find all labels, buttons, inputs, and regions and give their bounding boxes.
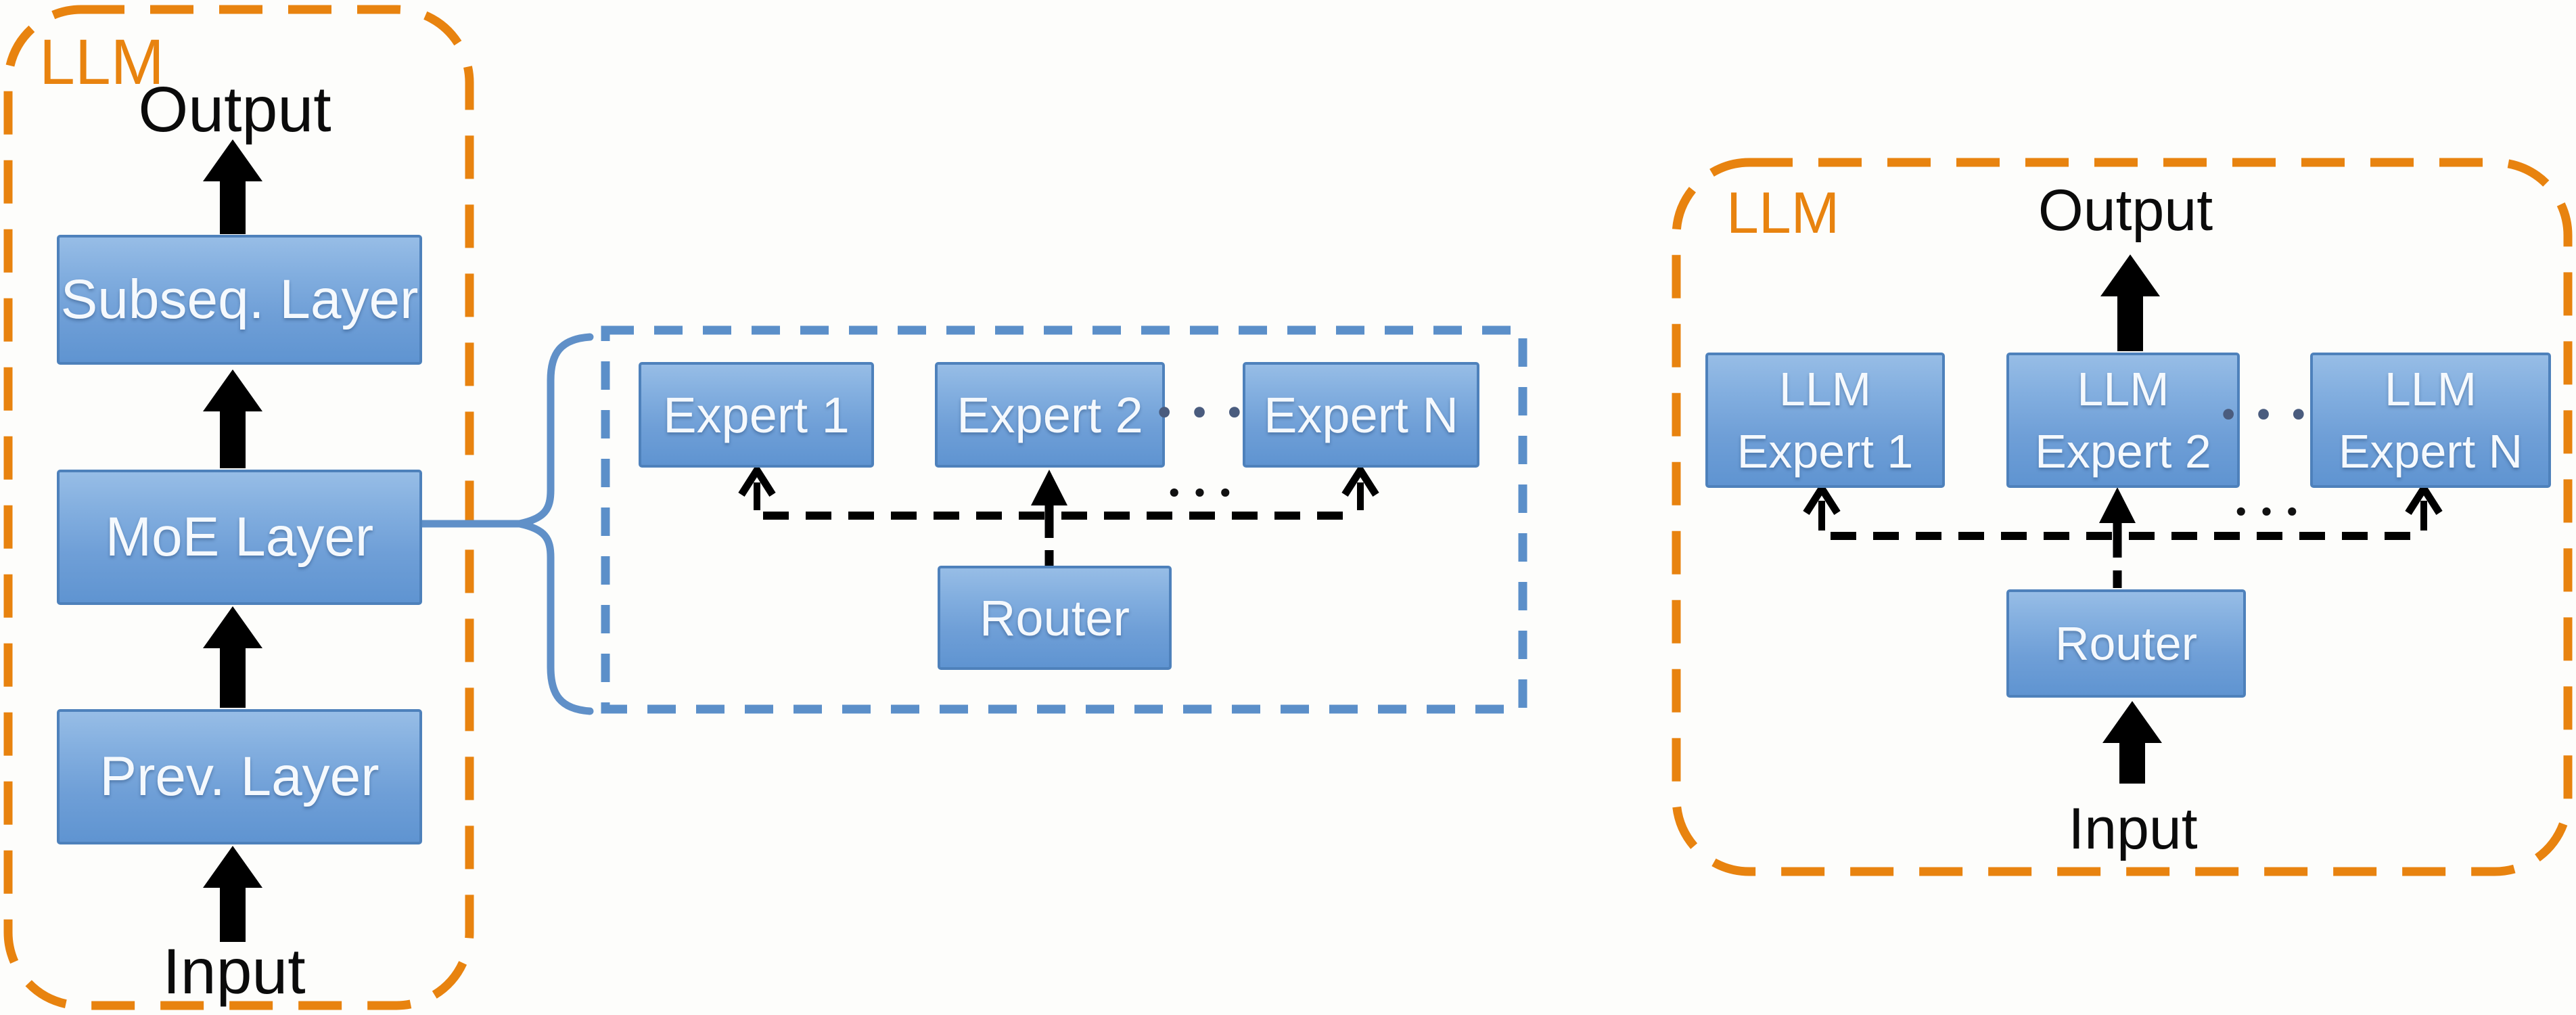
moe-layer-box: MoE Layer: [57, 470, 422, 605]
llm-expert-1-box: LLM Expert 1: [1705, 353, 1945, 488]
expert-n-box: Expert N: [1243, 362, 1479, 468]
left-llm-label: LLM: [39, 26, 164, 98]
router-box: Router: [938, 566, 1172, 670]
left-input-label: Input: [162, 936, 306, 1008]
expert-2-label: Expert 2: [957, 386, 1143, 443]
right-llm-label: LLM: [1726, 181, 1840, 246]
right-input-label: Input: [2068, 796, 2198, 861]
prev-layer-label: Prev. Layer: [99, 746, 380, 807]
arrow-prev-to-moe: [203, 606, 262, 708]
router-arrow-expert-n: [1341, 463, 1379, 497]
right-router-box: Router: [2006, 589, 2246, 698]
llm-expert-n-line2: Expert N: [2338, 425, 2523, 478]
moe-detail-dashed-border: [601, 325, 1527, 714]
experts-ellipsis-dots: •••: [1153, 392, 1259, 435]
right-router-arrow-expert-1: [1803, 481, 1841, 515]
subseq-layer-box: Subseq. Layer: [57, 235, 422, 365]
llm-expert-2-line2: Expert 2: [2035, 425, 2211, 478]
right-router-label: Router: [2054, 617, 2198, 670]
router-arrow-expert-2: [1031, 470, 1067, 505]
arrow-moe-to-subseq: [203, 369, 262, 468]
router-arrow-expert-1: [738, 463, 776, 497]
llm-expert-n-line1: LLM: [2384, 362, 2477, 415]
right-experts-ellipsis-dots: •••: [2217, 394, 2323, 437]
left-output-label: Output: [138, 74, 331, 145]
subseq-layer-label: Subseq. Layer: [60, 269, 419, 330]
right-router-arrow-expert-n: [2405, 481, 2443, 515]
expert-2-box: Expert 2: [935, 362, 1165, 468]
right-arrow-expert2-to-output: [2100, 254, 2160, 351]
right-router-arrow-expert-2: [2099, 487, 2136, 523]
llm-expert-n-box: LLM Expert N: [2310, 353, 2551, 488]
expert-n-label: Expert N: [1264, 386, 1458, 443]
llm-expert-1-line2: Expert 1: [1736, 425, 1914, 478]
arrow-subseq-to-output: [203, 139, 262, 234]
moe-layer-label: MoE Layer: [105, 506, 374, 568]
expert-1-box: Expert 1: [639, 362, 874, 468]
arrows-ellipsis-dots: •••: [1166, 476, 1243, 510]
right-arrows-ellipsis-dots: •••: [2232, 495, 2309, 529]
curly-brace: [518, 333, 594, 715]
prev-layer-box: Prev. Layer: [57, 709, 422, 844]
arrow-input-to-prev: [203, 846, 262, 942]
expert-1-label: Expert 1: [663, 386, 850, 443]
llm-expert-2-line1: LLM: [2077, 362, 2169, 415]
right-arrow-input-to-router: [2102, 701, 2162, 784]
right-llm-dashed-border: [1672, 158, 2573, 876]
llm-expert-2-box: LLM Expert 2: [2006, 353, 2240, 488]
router-label: Router: [979, 589, 1130, 646]
llm-expert-1-line1: LLM: [1778, 362, 1872, 415]
right-output-label: Output: [2038, 178, 2213, 243]
left-llm-dashed-border: [3, 5, 474, 1010]
